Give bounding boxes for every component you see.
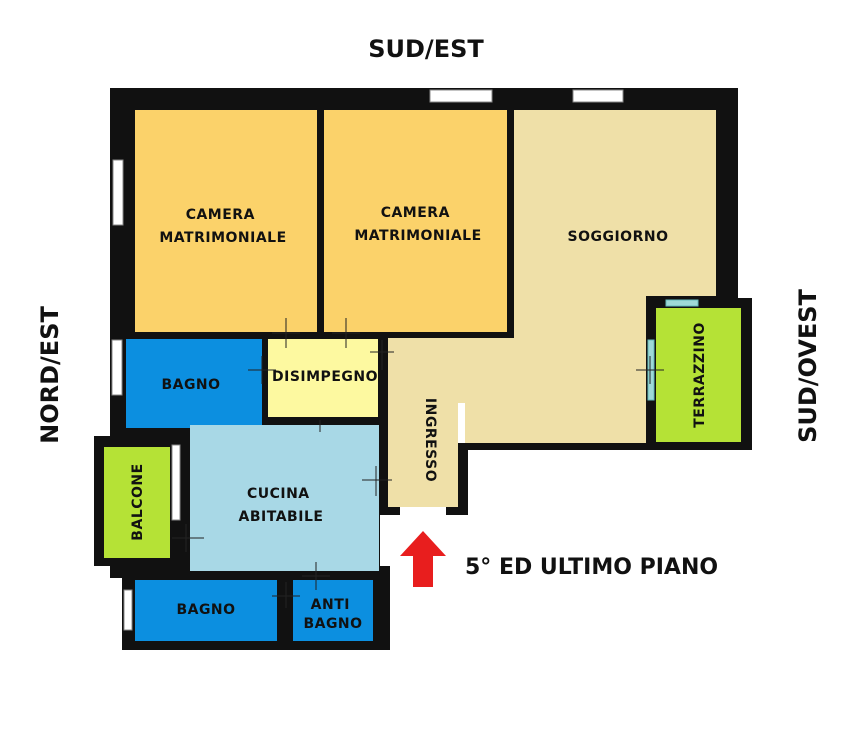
- living-room-label: SOGGIORNO: [568, 229, 669, 245]
- door-markers: [172, 318, 664, 608]
- anti-bathroom: [293, 580, 373, 641]
- kitchen: [190, 425, 379, 571]
- living-gap: [458, 403, 465, 443]
- window-bath2-icon: [123, 589, 133, 631]
- bedroom-2: [324, 110, 507, 332]
- balcony: [104, 447, 170, 558]
- window-left-icon: [112, 159, 124, 226]
- living-room: [388, 110, 716, 443]
- balcony-label: BALCONE: [130, 463, 146, 540]
- floor-note: 5° ED ULTIMO PIANO: [465, 555, 718, 580]
- kitchen-label: CUCINA ABITABILE: [239, 486, 324, 525]
- window-top-1-icon: [429, 89, 493, 103]
- hallway-label: DISIMPEGNO: [272, 369, 378, 385]
- bedroom-2-label: CAMERA MATRIMONIALE: [354, 205, 481, 244]
- entrance-door-gap: [400, 507, 446, 516]
- bathroom-2: [135, 580, 277, 641]
- rooms: [104, 110, 741, 641]
- compass-left-label: NORD/EST: [36, 306, 64, 444]
- terrace: [656, 308, 741, 442]
- room-labels: CAMERA MATRIMONIALE CAMERA MATRIMONIALE …: [130, 205, 708, 632]
- window-terrace-top-icon: [665, 299, 699, 307]
- window-bath-left-icon: [111, 339, 123, 396]
- bathroom-1: [126, 339, 262, 428]
- entrance-label: INGRESSO: [422, 398, 438, 482]
- bedroom-1: [135, 110, 317, 332]
- window-top-2-icon: [572, 89, 624, 103]
- entrance-arrow-icon: [400, 531, 446, 587]
- bathroom-1-label: BAGNO: [161, 377, 220, 393]
- hallway: [268, 339, 378, 417]
- window-balcony-icon: [171, 444, 181, 521]
- bedroom-1-label: CAMERA MATRIMONIALE: [159, 207, 286, 246]
- terrace-label: TERRAZZINO: [692, 322, 708, 428]
- bathroom-2-label: BAGNO: [176, 602, 235, 618]
- compass-right-label: SUD/OVEST: [794, 288, 822, 442]
- entrance: [388, 385, 458, 507]
- anti-bathroom-label: ANTI BAGNO: [303, 597, 362, 632]
- compass-top-label: SUD/EST: [368, 35, 484, 63]
